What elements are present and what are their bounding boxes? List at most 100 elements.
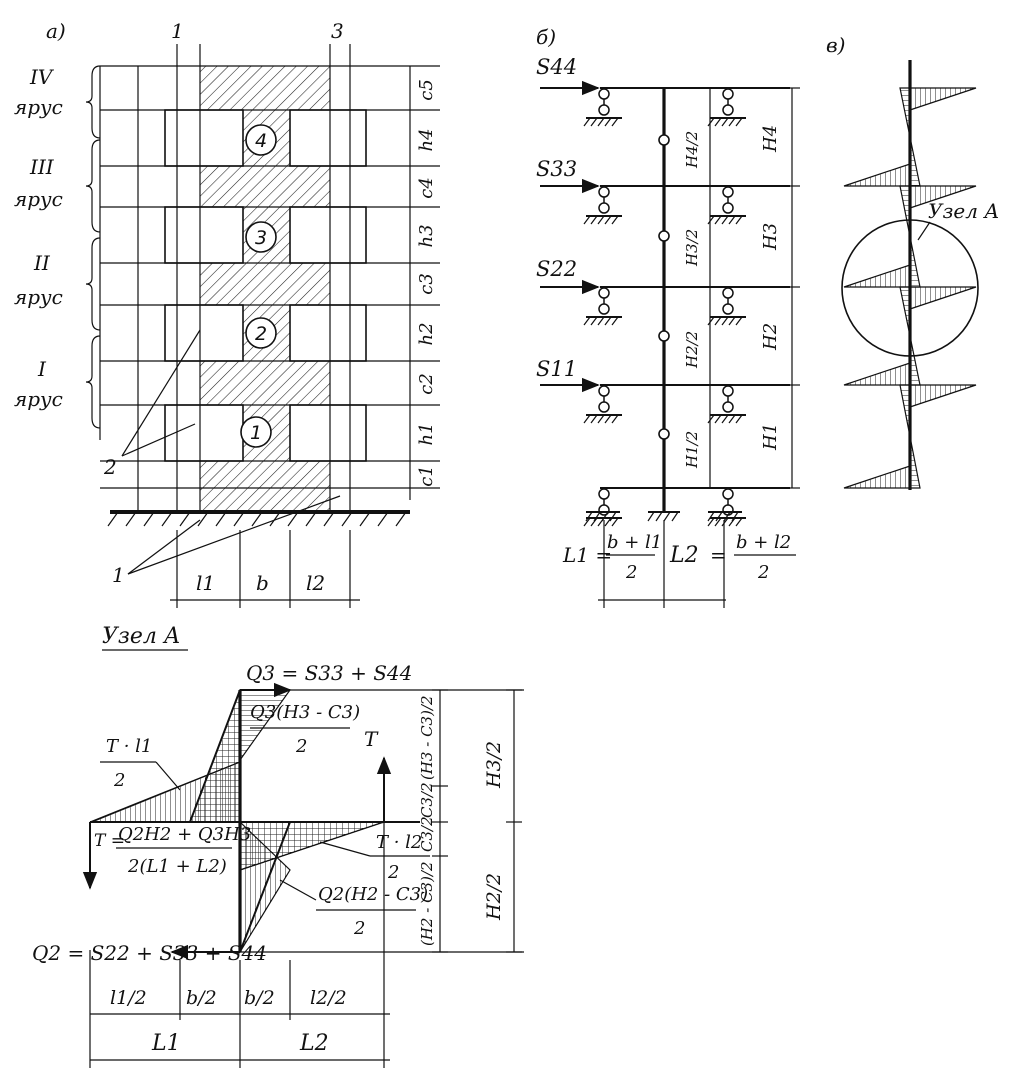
level-h4: h4 [416,128,437,151]
height-dim-lines [709,87,800,489]
dim-L1: L1 [151,1031,181,1056]
tl1-num: T · l1 [106,736,152,757]
dim-b: b [256,571,269,595]
level-h1: h1 [416,422,437,445]
tier-3-word: ярус [14,187,63,211]
force-s22: S22 [536,257,577,281]
roller-support-3-1 [707,385,746,424]
moment-left-tri-5 [843,362,911,386]
roller-support-3-0 [583,385,622,424]
roller-support-base-right [707,488,746,527]
roller-support-0-0 [583,88,622,127]
level-c2: c2 [416,373,437,395]
axis-1-label: 1 [171,19,184,43]
node-a-bottom-dims [89,822,390,1068]
height-h1: H1 [760,423,781,451]
formula-frac1-num: b + l1 [607,532,662,553]
callout-1: 1 [112,563,125,587]
t-label: T [364,727,379,751]
level-c4: c4 [416,177,437,199]
q3-formula: Q3 = S33 + S44 [246,661,412,685]
t-formula-num: Q2H2 + Q3H3 [118,824,251,845]
node-a-leader [917,221,931,241]
moment-right-tri-4 [909,286,977,310]
level-c3: c3 [416,273,437,295]
tier-3-numeral: III [29,155,55,179]
dim-h2-half: H2/2 [483,873,505,921]
height-labels: H4 H3 H2 H1 [760,125,781,451]
tier-2-word: ярус [14,285,63,309]
dim-b-half-left: b/2 [186,987,217,1009]
roller-support-1-1 [707,186,746,225]
floor-beams [600,87,790,489]
force-s11: S11 [536,357,577,381]
moment-band-left-3 [899,384,911,437]
roller-support-2-0 [583,287,622,326]
height-h4: H4 [760,125,781,153]
axis-3-label: 3 [331,19,344,43]
moment-band-right-2 [909,335,921,386]
dim-h3-half: H3/2 [483,741,505,789]
roller-support-0-1 [707,88,746,127]
column-hinges [658,134,670,440]
node-a-detail: Узел А Q3 = S33 + S44 Q3(H3 - C3) 2 T T … [32,624,524,1068]
moment-band-right-1 [909,236,921,288]
half-h3: H3/2 [683,229,701,267]
half-h2: H2/2 [683,331,701,369]
force-arrows [540,80,600,393]
tier-1-word: ярус [14,387,63,411]
tier-2-numeral: II [33,251,51,275]
moment-left-tri-7 [843,465,911,489]
dim-l1-half: l1/2 [110,987,147,1009]
moment-diagram [843,87,977,489]
moment-band-left-1 [899,185,911,237]
node-a-right-dims [240,689,524,953]
panel-b: б) S44 S33 S22 S11 [536,25,800,608]
tl2-num: T · l2 [376,832,422,853]
half-h1: H1/2 [683,431,701,469]
moment-band-right-3 [909,436,921,489]
formula-frac2-num: b + l2 [736,532,791,553]
panel-a: а) 1 3 [14,19,440,608]
q3-moment-num: Q3(H3 - C3) [250,702,360,723]
dim-L2: L2 [299,1031,329,1056]
t-formula-den: 2(L1 + L2) [127,856,227,877]
panel-a-label: а) [46,19,66,43]
lintel-2: 2 [255,323,267,345]
callout-leaders [121,329,341,575]
level-labels: c5 h4 c4 h3 c3 h2 c2 h1 c1 [416,79,437,487]
moment-right-tri-6 [909,384,977,408]
window-openings [164,109,367,462]
moment-left-tri-3 [843,264,911,288]
panel-b-label: б) [536,25,556,49]
q2-moment-den: 2 [353,918,365,939]
q3-moment-den: 2 [295,736,307,757]
panel-c-label: в) [826,33,845,57]
moment-top-hhatch [239,689,292,762]
level-c1: c1 [416,465,437,487]
force-s44: S44 [536,55,577,79]
node-a-callout: Узел А [928,199,999,223]
level-lines [100,65,440,489]
height-h3: H3 [760,223,781,251]
node-a-title: Узел А [102,624,181,649]
half-h4: H4/2 [683,131,701,169]
ground [107,510,410,527]
vertical-axes [137,44,411,510]
tier-1-numeral: I [37,357,47,381]
tier-4-word: ярус [14,95,63,119]
lintel-3: 3 [255,227,267,249]
base-supports [585,511,742,522]
moment-band-left-0 [899,87,911,138]
tl2-den: 2 [387,862,399,883]
lintel-1: 1 [250,422,262,444]
panel-c: в) Узел А [826,33,999,490]
moment-right-tri-0 [909,87,977,111]
tier-4-numeral: IV [29,65,55,89]
level-c5: c5 [416,79,437,101]
dim-h3-c3-half: (H3 - C3)/2 [418,695,436,780]
q2-formula: Q2 = S22 + S33 + S44 [32,941,267,965]
formula-frac1-den: 2 [625,562,637,583]
